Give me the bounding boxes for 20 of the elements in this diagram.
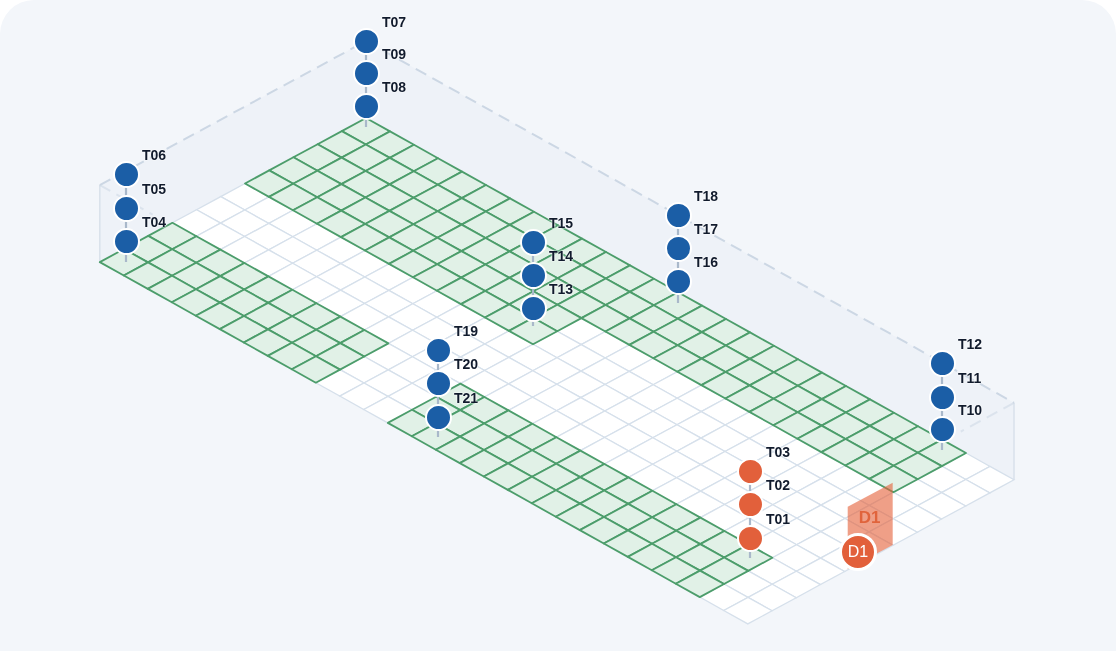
sensor-label: T16 [694,255,719,270]
sensor-label: T19 [454,324,479,339]
sensor-label: T07 [382,15,407,30]
sensor-label: T13 [549,282,574,297]
sensor-label: T06 [142,148,167,163]
sensor-label: T01 [766,512,791,527]
sensor-label: T09 [382,47,407,62]
sensor-label: T03 [766,445,791,460]
sensor-label: T21 [454,391,479,406]
door-label: D1 [858,508,881,525]
sensor-label: T02 [766,478,791,493]
sensor-label: T18 [694,189,719,204]
sensor-label: T08 [382,80,407,95]
sensor-label: T05 [142,182,167,197]
sensor-label: T10 [958,403,983,418]
sensor-label: T11 [958,371,982,386]
sensor-label: T04 [142,215,167,230]
sensor-label: T17 [694,222,719,237]
sensor-label: T12 [958,337,983,352]
sensor-label: T20 [454,357,479,372]
